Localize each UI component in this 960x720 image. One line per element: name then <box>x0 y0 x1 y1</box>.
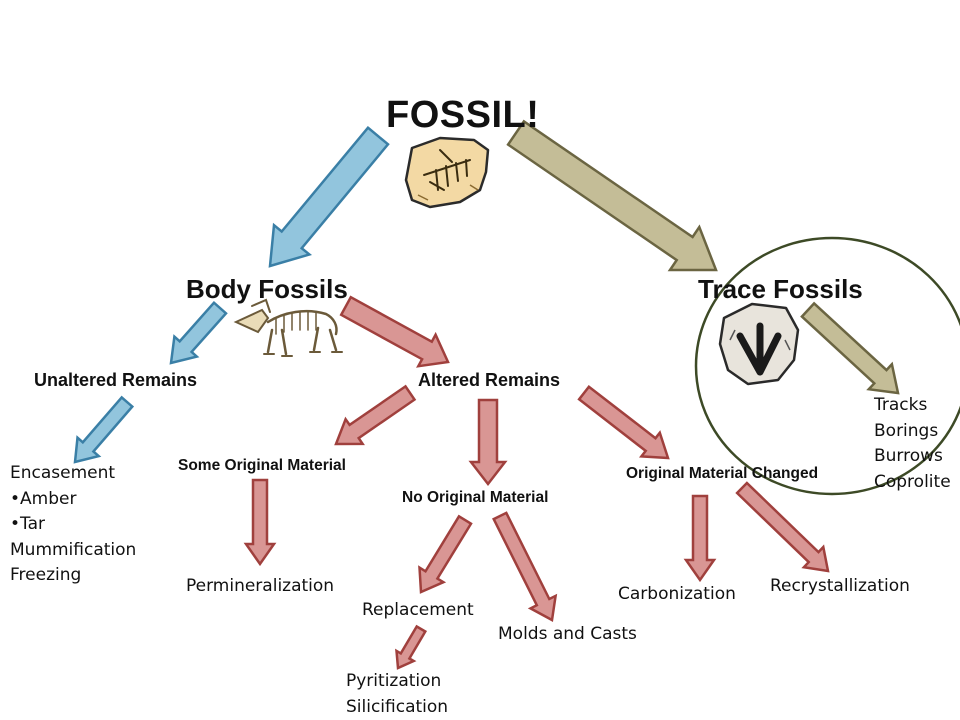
trace-fossils-circle <box>694 236 960 496</box>
none-to-molds-arrow <box>492 511 558 622</box>
body-to-altered-arrow <box>339 295 450 368</box>
unaltered-to-list-arrow <box>73 395 135 464</box>
fossil-to-trace-arrow <box>506 119 718 272</box>
body-to-unaltered-arrow <box>169 300 228 365</box>
none-to-replacement-arrow <box>418 514 473 594</box>
recrystallization-label: Recrystallization <box>770 576 910 596</box>
list-item: •Amber <box>10 488 77 509</box>
footprint-fossil-icon <box>718 302 800 386</box>
permineralization-label: Permineralization <box>186 576 335 596</box>
list-item: Mummification <box>10 539 137 560</box>
fossil-to-body-arrow <box>268 125 390 268</box>
altered-remains-label: Altered Remains <box>418 370 561 390</box>
unaltered-types-list: Encasement •Amber •Tar Mummification Fre… <box>10 461 136 589</box>
list-item: Coprolite <box>874 471 951 492</box>
some-to-permin-arrow <box>243 478 277 567</box>
list-item: Silicification <box>346 696 449 717</box>
list-item: Pyritization <box>346 671 442 691</box>
original-material-changed-label: Original Material Changed <box>626 465 819 482</box>
list-item: Borings <box>874 420 939 441</box>
trace-fossils-heading: Trace Fossils <box>698 274 863 304</box>
trace-types-list: Tracks Borings Burrows Coprolite <box>874 393 951 495</box>
fossil-stone-icon <box>404 136 490 209</box>
changed-to-recryst-arrow <box>735 481 830 573</box>
body-fossils-heading: Body Fossils <box>186 274 348 304</box>
replacement-label: Replacement <box>362 600 474 620</box>
replacement-to-types-arrow <box>395 624 428 670</box>
list-item: Freezing <box>10 565 82 585</box>
carbonization-label: Carbonization <box>618 584 736 604</box>
some-original-material-label: Some Original Material <box>178 457 346 474</box>
trace-to-list-arrow <box>800 301 900 395</box>
replacement-types-list: Pyritization Silicification <box>346 669 448 720</box>
page-title: FOSSIL! <box>386 94 540 136</box>
altered-to-none-arrow <box>468 398 508 487</box>
altered-to-changed-arrow <box>577 384 670 460</box>
list-item: Encasement <box>10 463 116 483</box>
molds-and-casts-label: Molds and Casts <box>498 624 637 644</box>
no-original-material-label: No Original Material <box>402 489 549 506</box>
altered-to-some-arrow <box>334 384 417 446</box>
changed-to-carbon-arrow <box>683 494 717 583</box>
list-item: Burrows <box>874 446 943 466</box>
unaltered-remains-label: Unaltered Remains <box>34 370 198 390</box>
list-item: Tracks <box>874 395 928 415</box>
list-item: •Tar <box>10 514 46 534</box>
triceratops-skeleton-icon <box>233 298 343 357</box>
